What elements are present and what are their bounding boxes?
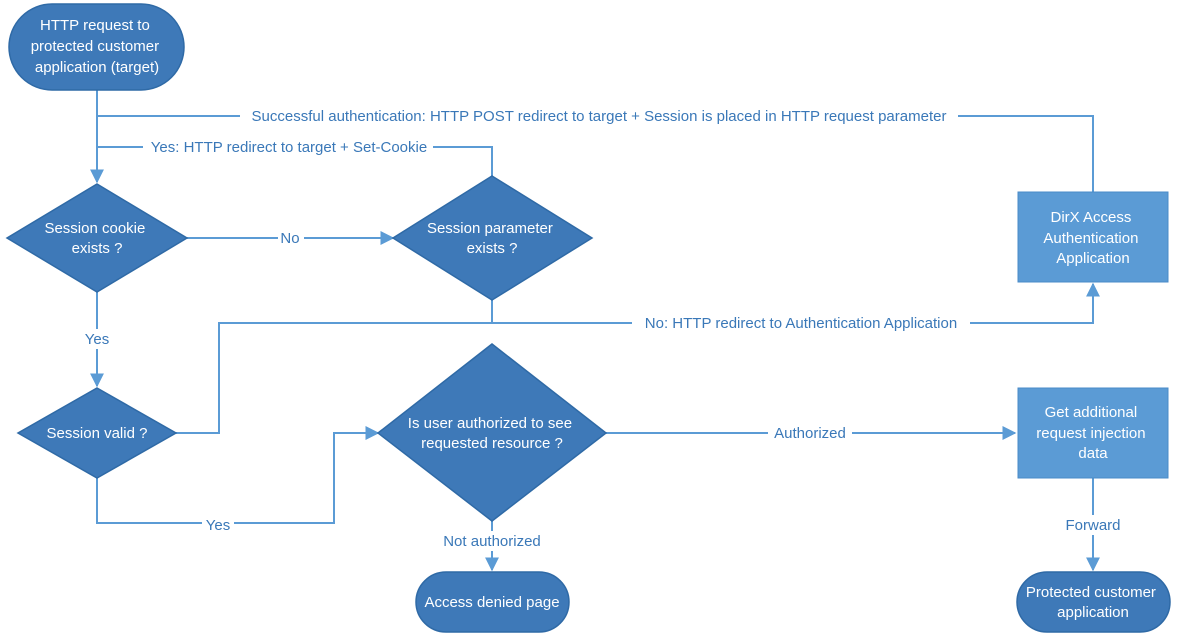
decision-session-parameter: Session parameter exists ? [391, 175, 594, 301]
cookie-line-1: Session cookie [44, 220, 145, 237]
inject-line-3: data [1078, 445, 1108, 462]
label-not-authorized: Not authorized [443, 533, 541, 550]
param-line-2: exists ? [467, 240, 518, 257]
svg-text:Access denied page: Access denied page [424, 594, 559, 611]
process-dirx-access: DirX Access Authentication Application [1017, 191, 1169, 283]
denied-line-1: Access denied page [424, 594, 559, 611]
svg-text:Session parameter exists: Session parameter exists ? [427, 220, 557, 257]
start-line-3: application (target) [35, 59, 159, 76]
label-forward: Forward [1065, 517, 1120, 534]
valid-line-1: Session valid ? [47, 425, 148, 442]
label-yes-valid: Yes [206, 517, 230, 534]
authz-line-2: requested resource ? [421, 435, 563, 452]
svg-text:Session valid ?: Session valid ? [47, 425, 148, 442]
svg-text:Protected customer appli: Protected customer application [1026, 584, 1160, 621]
edge-invalid-session [176, 322, 492, 434]
edge-yes-valid [96, 426, 380, 524]
edge-labels: Successful authentication: HTTP POST red… [82, 106, 1126, 551]
decision-session-cookie: Session cookie exists ? [5, 183, 189, 293]
protected-line-1: Protected customer [1026, 584, 1156, 601]
decision-session-valid: Session valid ? [16, 387, 178, 479]
label-success-auth: Successful authentication: HTTP POST red… [252, 108, 947, 125]
svg-text:DirX Access Authenticati: DirX Access Authentication Application [1043, 209, 1142, 267]
dirx-line-2: Authentication [1043, 230, 1138, 247]
svg-text:Is user authorized to see: Is user authorized to see requested reso… [408, 415, 576, 452]
svg-text:Get additional request i: Get additional request injection data [1036, 404, 1149, 462]
svg-text:Session cookie exists ?: Session cookie exists ? [44, 220, 149, 257]
dirx-line-1: DirX Access [1050, 209, 1131, 226]
inject-line-1: Get additional [1045, 404, 1138, 421]
start-line-1: HTTP request to [40, 17, 150, 34]
label-yes-cookie: Yes [85, 331, 109, 348]
label-yes-set-cookie: Yes: HTTP redirect to target + Set-Cooki… [151, 139, 427, 156]
node-start: HTTP request to protected customer appli… [8, 3, 185, 91]
inject-line-2: request injection [1036, 425, 1145, 442]
label-authorized: Authorized [774, 425, 846, 442]
param-line-1: Session parameter [427, 220, 553, 237]
terminal-protected-app: Protected customer application [1016, 571, 1171, 633]
svg-text:HTTP request to protecte: HTTP request to protected customer appli… [31, 17, 164, 76]
terminal-access-denied: Access denied page [415, 571, 570, 633]
authz-line-1: Is user authorized to see [408, 415, 572, 432]
label-no-cookie: No [280, 230, 299, 247]
process-get-injection: Get additional request injection data [1017, 387, 1169, 479]
dirx-line-3: Application [1056, 250, 1129, 267]
protected-line-2: application [1057, 604, 1129, 621]
label-no-param-redirect: No: HTTP redirect to Authentication Appl… [645, 315, 957, 332]
cookie-line-2: exists ? [72, 240, 123, 257]
start-line-2: protected customer [31, 38, 159, 55]
decision-authorized: Is user authorized to see requested reso… [376, 343, 608, 522]
